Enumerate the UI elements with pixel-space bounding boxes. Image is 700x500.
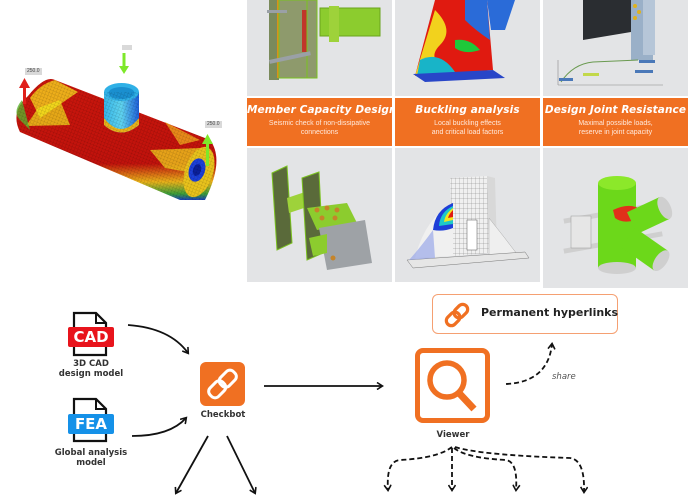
arrow-fea-to-checkbot [131, 418, 186, 437]
cad-label-line: 3D CAD [73, 359, 109, 369]
checkbot-label: Checkbot [200, 410, 246, 420]
feature-subtitle-line: Maximal possible loads, [578, 120, 653, 127]
load-arrow-top [119, 53, 129, 74]
fea-pipe-model: 250.0 250.0 [0, 0, 245, 260]
panel-joint-chart [543, 0, 688, 96]
cad-label-line: design model [58, 369, 124, 379]
link-icon [444, 302, 470, 328]
viewer-label: Viewer [436, 430, 470, 440]
load-label-left: 250.0 [25, 68, 42, 75]
joint-resistance-image [557, 0, 663, 86]
panel-seismic-connection [247, 148, 392, 282]
arrow-viewer-output-1 [388, 446, 453, 490]
feature-card-joint-resistance: Design Joint Resistance Maximal possible… [543, 98, 688, 146]
panel-joint-capacity [543, 148, 688, 288]
panel-stress-contour [395, 0, 540, 96]
feature-card-buckling: Buckling analysis Local buckling effects… [395, 98, 540, 146]
buckling-mesh-image [406, 176, 530, 269]
fea-label-line: model [76, 458, 106, 468]
cad-file: CAD [66, 311, 116, 357]
magnifier-icon [427, 360, 477, 412]
feature-subtitle-line: and critical load factors [431, 129, 504, 136]
load-arrow-left [19, 78, 30, 104]
pipe-stress-plot [16, 53, 217, 200]
feature-subtitle-line: Local buckling effects [434, 120, 501, 127]
stress-contour-image [413, 0, 515, 82]
permanent-hyperlinks-box[interactable]: Permanent hyperlinks [432, 294, 618, 334]
load-label-right: 250.0 [205, 121, 222, 128]
feature-title: Design Joint Resistance [544, 104, 687, 116]
fea-label: Global analysis model [48, 448, 134, 468]
feature-title: Member Capacity Design [247, 104, 397, 116]
pipe-body [16, 79, 217, 200]
joint-capacity-image [563, 176, 673, 274]
pipe-branch [104, 83, 139, 133]
cad-label: 3D CAD design model [56, 359, 126, 379]
endplate-connection-image [267, 0, 381, 80]
feature-card-member-capacity: Member Capacity Design Seismic check of … [247, 98, 397, 146]
feature-title: Buckling analysis [415, 104, 520, 116]
arrow-viewer-output-4 [454, 446, 584, 492]
fea-label-line: Global analysis [54, 448, 128, 458]
chain-link-icon [207, 368, 238, 400]
feature-subtitle-line: reserve in joint capacity [578, 129, 653, 136]
load-arrow-right [202, 134, 213, 166]
share-label: share [552, 372, 576, 382]
cad-badge: CAD [68, 327, 114, 347]
feature-subtitle-line: Seismic check of non-dissipative [268, 120, 371, 127]
arrow-cad-to-checkbot [127, 324, 188, 353]
seismic-connection-image [271, 165, 372, 270]
panel-buckling-mesh [395, 148, 540, 282]
checkbot-node[interactable] [200, 362, 245, 406]
load-label-top [122, 45, 132, 50]
arrow-checkbot-output-1 [176, 435, 209, 493]
arrow-checkbot-output-2 [226, 435, 255, 493]
permanent-hyperlinks-label: Permanent hyperlinks [481, 306, 619, 319]
fea-badge: FEA [68, 414, 114, 434]
viewer-node[interactable] [415, 348, 490, 423]
arrow-viewer-output-3 [453, 447, 516, 490]
fea-file: FEA [66, 397, 116, 443]
arrow-viewer-share [505, 344, 552, 385]
feature-subtitle-line: connections [300, 129, 339, 136]
panel-endplate-connection [247, 0, 392, 96]
